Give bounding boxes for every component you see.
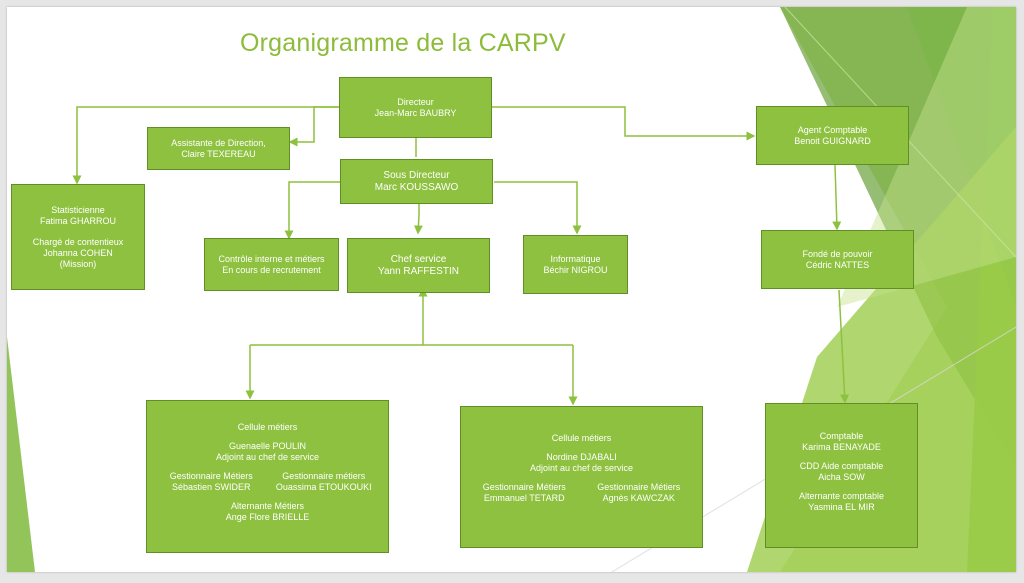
chef-service-name: Yann RAFFESTIN [378, 265, 459, 277]
cellule-1-title: Cellule métiers [237, 422, 298, 432]
cellule-1-alt-name: Ange Flore BRIELLE [225, 512, 310, 522]
assistante-box: Assistante de Direction, Claire TEXEREAU [147, 127, 290, 170]
cellule-1-g1-name: Sébastien SWIDER [171, 482, 251, 492]
chef-service-role: Chef service [390, 253, 447, 265]
fonde-pouvoir-box: Fondé de pouvoir Cédric NATTES [761, 230, 914, 289]
cellule-2-adjoint-role: Adjoint au chef de service [529, 463, 634, 473]
contentieux-note: (Mission) [59, 258, 97, 269]
fonde-pouvoir-name: Cédric NATTES [805, 259, 870, 270]
informatique-name: Béchir NIGROU [543, 264, 608, 275]
alternante-comptable-role: Alternante comptable [798, 491, 885, 501]
cellule-2-title: Cellule métiers [551, 433, 612, 443]
assistante-role: Assistante de Direction, [171, 137, 266, 148]
cellule-1-g1-role: Gestionnaire Métiers [169, 471, 253, 481]
statisticienne-box: Statisticienne Fatima GHARROU Chargé de … [11, 184, 145, 290]
contentieux-role: Chargé de contentieux [32, 236, 124, 247]
cellule-1-g2-role: Gestionnaire métiers [282, 471, 366, 481]
cellule-2-g1-name: Emmanuel TETARD [483, 493, 565, 503]
cellule-metiers-2-box: Cellule métiers Nordine DJABALI Adjoint … [460, 406, 703, 548]
cellule-1-adjoint-role: Adjoint au chef de service [215, 452, 320, 462]
comptable-box: Comptable Karima BENAYADE CDD Aide compt… [765, 403, 918, 548]
cdd-name: Aicha SOW [818, 472, 865, 482]
cdd-role: CDD Aide comptable [799, 461, 884, 471]
chef-service-box: Chef service Yann RAFFESTIN [347, 238, 490, 293]
controle-role: Contrôle interne et métiers [218, 253, 325, 264]
statisticienne-role: Statisticienne [51, 204, 105, 215]
agent-comptable-box: Agent Comptable Benoit GUIGNARD [756, 106, 909, 165]
agent-comptable-name: Benoit GUIGNARD [794, 135, 871, 146]
cellule-metiers-1-box: Cellule métiers Guenaelle POULIN Adjoint… [146, 400, 389, 553]
alternante-comptable-name: Yasmina EL MIR [808, 502, 875, 512]
cellule-2-g1-role: Gestionnaire Métiers [482, 482, 566, 492]
agent-comptable-role: Agent Comptable [797, 124, 868, 135]
directeur-box: Directeur Jean-Marc BAUBRY [339, 77, 492, 138]
connectors [72, 106, 850, 406]
cellule-1-g2-name: Ouassima ETOUKOUKI [275, 482, 372, 492]
fonde-pouvoir-role: Fondé de pouvoir [802, 248, 873, 259]
sous-directeur-name: Marc KOUSSAWO [374, 181, 459, 193]
cellule-1-adjoint-name: Guenaelle POULIN [228, 441, 307, 451]
sous-directeur-box: Sous Directeur Marc KOUSSAWO [340, 159, 493, 204]
informatique-role: Informatique [550, 253, 601, 264]
sous-directeur-role: Sous Directeur [383, 169, 450, 181]
directeur-role: Directeur [397, 96, 434, 107]
cellule-1-alt-role: Alternante Métiers [230, 501, 305, 511]
cellule-2-g2-role: Gestionnaire Métiers [597, 482, 681, 492]
comptable-role: Comptable [819, 431, 864, 441]
controle-box: Contrôle interne et métiers En cours de … [204, 238, 339, 291]
cellule-2-adjoint-name: Nordine DJABALI [546, 452, 617, 462]
assistante-name: Claire TEXEREAU [181, 148, 256, 159]
controle-name: En cours de recrutement [222, 264, 321, 275]
contentieux-name: Johanna COHEN [43, 247, 113, 258]
directeur-name: Jean-Marc BAUBRY [374, 107, 457, 118]
comptable-name: Karima BENAYADE [802, 442, 881, 452]
informatique-box: Informatique Béchir NIGROU [523, 235, 628, 294]
slide: Organigramme de la CARPV Directeur Jean-… [7, 7, 1016, 572]
cellule-2-g2-name: Agnès KAWCZAK [602, 493, 675, 503]
page-title: Organigramme de la CARPV [240, 29, 566, 57]
statisticienne-name: Fatima GHARROU [39, 215, 116, 226]
